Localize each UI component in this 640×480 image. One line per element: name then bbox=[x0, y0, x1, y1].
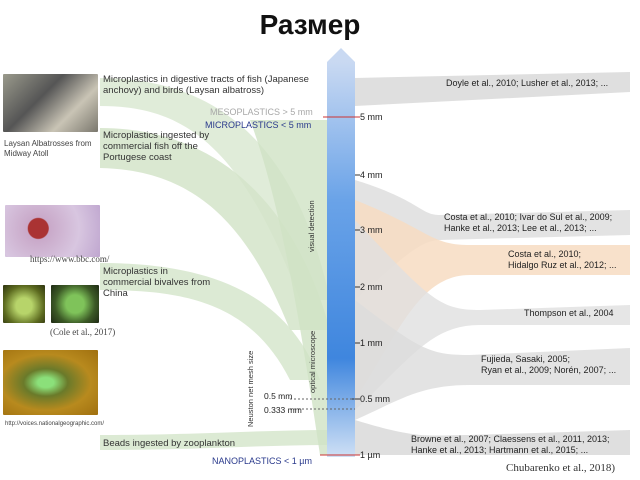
zooplankton-photo-b bbox=[51, 285, 99, 323]
band-central-green bbox=[250, 120, 345, 455]
item-fish-birds: Microplastics in digestive tracts of fis… bbox=[103, 74, 309, 96]
item-bivalves: Microplastics in commercial bivalves fro… bbox=[103, 266, 211, 299]
nanoplastics-label: NANOPLASTICS < 1 µm bbox=[212, 456, 312, 466]
item-zooplankton: Beads ingested by zooplankton bbox=[103, 438, 236, 449]
source-caption: Chubarenko et al., 2018) bbox=[506, 462, 616, 474]
zooplankton-photo-a bbox=[3, 285, 45, 323]
band-right-peach bbox=[355, 200, 630, 400]
left-tick-0-333: 0.333 mm bbox=[264, 405, 302, 415]
item-portugal: Microplastics ingested by commercial fis… bbox=[103, 130, 210, 163]
tick-5mm: 5 mm bbox=[360, 112, 383, 122]
ref-costa-2: Costa et al., 2010; bbox=[508, 249, 582, 259]
left-tick-0-5: 0.5 mm bbox=[264, 391, 293, 401]
ref-thompson: Thompson et al., 2004 bbox=[524, 308, 614, 318]
cole-caption: (Cole et al., 2017) bbox=[50, 327, 116, 337]
mesoplastics-label: MESOPLASTICS > 5 mm bbox=[210, 107, 313, 117]
ref-fujieda: Fujieda, Sasaki, 2005; bbox=[481, 354, 571, 364]
microplastics-label: MICROPLASTICS < 5 mm bbox=[205, 120, 312, 130]
page-title: Размер bbox=[259, 9, 361, 40]
visual-detection-label: visual detection bbox=[307, 200, 316, 252]
ref-hidalgo: Hidalgo Ruz et al., 2012; ... bbox=[508, 260, 617, 270]
fish-larva-photo bbox=[5, 205, 100, 257]
ref-hanke-1: Hanke et al., 2013; Lee et al., 2013; ..… bbox=[444, 223, 597, 233]
band-right-fujieda bbox=[355, 300, 630, 420]
ref-browne: Browne et al., 2007; Claessens et al., 2… bbox=[411, 434, 610, 444]
band-left-bivalves bbox=[100, 263, 320, 380]
copepod-photo bbox=[3, 350, 98, 415]
ref-hanke-2: Hanke et al., 2013; Hartmann et al., 201… bbox=[411, 445, 589, 455]
band-right-thompson bbox=[355, 220, 630, 410]
band-right-top bbox=[355, 72, 630, 106]
band-right-browne bbox=[355, 420, 630, 455]
albatross-photo bbox=[3, 74, 98, 132]
ref-ryan: Ryan et al., 2009; Norén, 2007; ... bbox=[481, 365, 617, 375]
tick-0-5mm: 0.5 mm bbox=[360, 394, 391, 404]
scale-bar bbox=[327, 62, 355, 457]
ref-costa-1: Costa et al., 2010; Ivar do Sul et al., … bbox=[444, 212, 613, 222]
band-left-zooplankton bbox=[100, 430, 330, 450]
optical-microscope-label: optical microscope bbox=[308, 330, 317, 393]
tick-1um: 1 µm bbox=[360, 450, 381, 460]
scale-arrow-head bbox=[327, 48, 355, 62]
band-left-portugal bbox=[100, 128, 330, 330]
tick-1mm: 1 mm bbox=[360, 338, 383, 348]
bbc-caption: https://www.bbc.com/ bbox=[30, 254, 110, 264]
neuston-label: Neuston net mesh size bbox=[246, 350, 255, 427]
albatross-caption: Laysan Albatrosses from Midway Atoll bbox=[4, 139, 92, 158]
natgeo-caption: http://voices.nationalgeographic.com/ bbox=[5, 421, 105, 427]
tick-2mm: 2 mm bbox=[360, 282, 383, 292]
tick-4mm: 4 mm bbox=[360, 170, 383, 180]
tick-3mm: 3 mm bbox=[360, 225, 383, 235]
ref-doyle: Doyle et al., 2010; Lusher et al., 2013;… bbox=[446, 78, 609, 88]
